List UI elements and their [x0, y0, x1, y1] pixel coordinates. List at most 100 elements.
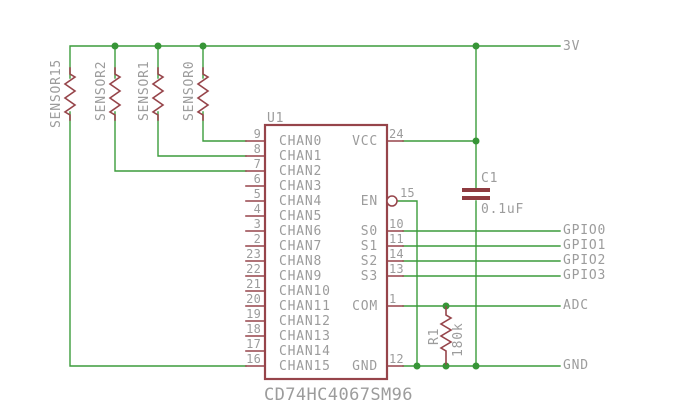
pin-number: 24 [389, 127, 404, 141]
pin-chan2[interactable]: 7 CHAN2 [245, 157, 322, 179]
capacitor-c1-label: C1 [481, 171, 498, 186]
pin-chan10[interactable]: 21 CHAN10 [245, 277, 331, 299]
pin-chan9[interactable]: 22 CHAN9 [245, 262, 322, 284]
pin-name: CHAN3 [279, 179, 322, 194]
pin-chan11[interactable]: 20 CHAN11 [245, 292, 331, 314]
pin-name: S1 [361, 239, 378, 254]
resistor-r1-value: 180k [451, 322, 466, 357]
pin-chan12[interactable]: 19 CHAN12 [245, 307, 331, 329]
pin-s1[interactable]: 11 S1 [361, 232, 404, 254]
pin-en[interactable]: 15 EN [361, 186, 415, 209]
pin-number: 2 [254, 232, 261, 246]
pin-chan6[interactable]: 3 CHAN6 [245, 217, 322, 239]
resistor-sensor1[interactable]: SENSOR1 [137, 61, 165, 121]
pin-number: 17 [246, 337, 261, 351]
pin-chan1[interactable]: 8 CHAN1 [245, 142, 322, 164]
pin-name: CHAN10 [279, 284, 331, 299]
pin-chan7[interactable]: 2 CHAN7 [245, 232, 322, 254]
resistor-sensor1-label: SENSOR1 [137, 61, 152, 121]
pin-name: S0 [361, 224, 378, 239]
pin-chan14[interactable]: 17 CHAN14 [245, 337, 331, 359]
net-label-gnd[interactable]: GND [563, 358, 589, 373]
ic-designator: U1 [267, 111, 284, 126]
resistor-sensor2[interactable]: SENSOR2 [94, 61, 122, 121]
pin-name: CHAN9 [279, 269, 322, 284]
pin-name: CHAN5 [279, 209, 322, 224]
pin-number: 22 [246, 262, 261, 276]
pin-name: CHAN7 [279, 239, 322, 254]
pin-name: CHAN1 [279, 149, 322, 164]
junction-dot [111, 42, 119, 50]
junction-dots [111, 42, 480, 370]
ic-part-number: CD74HC4067SM96 [264, 385, 413, 405]
pin-name: GND [352, 359, 378, 374]
pin-name: CHAN14 [279, 344, 331, 359]
pin-s2[interactable]: 14 S2 [361, 247, 404, 269]
ic-u1[interactable]: U1 CD74HC4067SM96 [263, 111, 413, 405]
pin-chan5[interactable]: 4 CHAN5 [245, 202, 322, 224]
pin-vcc[interactable]: 24 VCC [352, 127, 404, 149]
pin-gnd[interactable]: 12 GND [352, 352, 404, 374]
pin-number: 7 [254, 157, 261, 171]
capacitor-c1-value: 0.1uF [481, 202, 524, 217]
pin-chan4[interactable]: 5 CHAN4 [245, 187, 322, 209]
pin-name: CHAN0 [279, 134, 322, 149]
pin-number: 3 [254, 217, 261, 231]
pin-number: 16 [246, 352, 261, 366]
pin-number: 14 [389, 247, 404, 261]
junction-dot [442, 362, 450, 370]
junction-dot [472, 362, 480, 370]
pin-number: 23 [246, 247, 261, 261]
pin-number: 8 [254, 142, 261, 156]
wire-sensor1-to-chan1[interactable] [157, 111, 247, 157]
pin-chan15[interactable]: 16 CHAN15 [245, 352, 331, 374]
wire-sensor2-to-chan2[interactable] [114, 111, 247, 172]
wire-sensor15-to-chan15[interactable] [69, 111, 247, 367]
pin-s0[interactable]: 10 S0 [361, 217, 404, 239]
resistor-r1-label: R1 [427, 328, 442, 345]
inverter-bubble-icon [386, 195, 398, 207]
resistor-sensor2-label: SENSOR2 [94, 61, 109, 121]
pin-number: 21 [246, 277, 261, 291]
junction-dot [154, 42, 162, 50]
resistor-r1[interactable]: R1 180k [427, 306, 466, 365]
net-label-gpio1[interactable]: GPIO1 [563, 238, 606, 253]
net-en-to-gnd[interactable] [396, 200, 418, 367]
resistor-sensor15[interactable]: SENSOR15 [49, 59, 77, 128]
pin-chan0[interactable]: 9 CHAN0 [245, 127, 322, 149]
ic-body[interactable] [263, 123, 389, 381]
pin-s3[interactable]: 13 S3 [361, 262, 404, 284]
pin-number: 5 [254, 187, 261, 201]
pin-name: S2 [361, 254, 378, 269]
pin-chan3[interactable]: 6 CHAN3 [245, 172, 322, 194]
pin-name: CHAN6 [279, 224, 322, 239]
pin-com[interactable]: 1 COM [352, 292, 404, 314]
pin-number: 9 [254, 127, 261, 141]
pin-chan8[interactable]: 23 CHAN8 [245, 247, 322, 269]
net-label-adc[interactable]: ADC [563, 298, 589, 313]
pin-number: 20 [246, 292, 261, 306]
pin-name: S3 [361, 269, 378, 284]
wire-sensor0-to-chan0[interactable] [202, 111, 247, 142]
pin-number: 15 [400, 186, 415, 200]
pin-number: 18 [246, 322, 261, 336]
net-label-gpio0[interactable]: GPIO0 [563, 223, 606, 238]
pin-name: CHAN11 [279, 299, 331, 314]
resistor-sensor15-label: SENSOR15 [49, 59, 64, 128]
net-label-3v[interactable]: 3V [563, 39, 580, 54]
pin-name: VCC [352, 134, 378, 149]
pin-number: 4 [254, 202, 261, 216]
pin-number: 13 [389, 262, 404, 276]
pin-chan13[interactable]: 18 CHAN13 [245, 322, 331, 344]
resistor-sensor0-label: SENSOR0 [182, 61, 197, 121]
net-gnd[interactable] [402, 200, 561, 367]
pin-number: 19 [246, 307, 261, 321]
pin-number: 1 [389, 292, 396, 306]
capacitor-c1[interactable]: C1 0.1uF [462, 171, 524, 217]
resistor-sensor0[interactable]: SENSOR0 [182, 61, 210, 121]
junction-dot [199, 42, 207, 50]
net-label-gpio3[interactable]: GPIO3 [563, 268, 606, 283]
pin-name: EN [361, 194, 378, 209]
net-label-gpio2[interactable]: GPIO2 [563, 253, 606, 268]
